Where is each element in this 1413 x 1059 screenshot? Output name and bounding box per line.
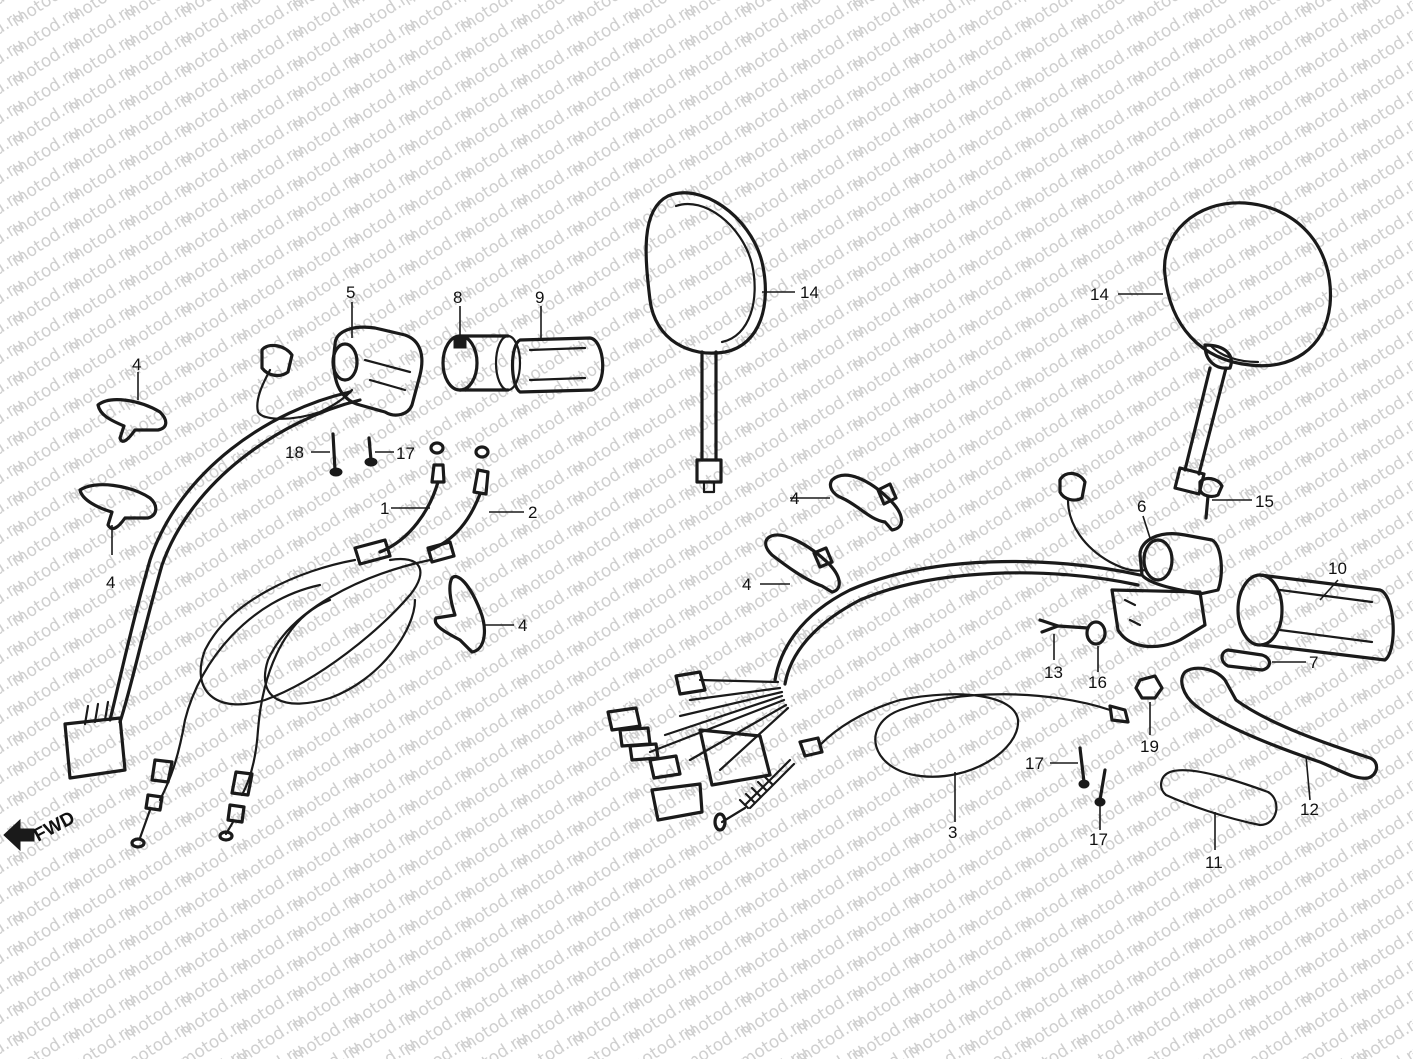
- callout-4-upper-left: 4: [132, 355, 141, 374]
- callout-9: 9: [535, 288, 544, 307]
- callout-12: 12: [1300, 800, 1319, 819]
- callout-13: 13: [1044, 663, 1063, 682]
- callout-7: 7: [1309, 653, 1318, 672]
- callout-4-lower-left: 4: [106, 573, 115, 592]
- callout-2: 2: [528, 503, 537, 522]
- callout-14-left-mirror: 14: [800, 283, 819, 302]
- callout-16: 16: [1088, 673, 1107, 692]
- callout-4-right-lower: 4: [742, 575, 751, 594]
- callout-4-center: 4: [518, 616, 527, 635]
- callout-6: 6: [1137, 497, 1146, 516]
- callout-8: 8: [453, 288, 462, 307]
- callout-19: 19: [1140, 737, 1159, 756]
- callout-5: 5: [346, 283, 355, 302]
- callout-1: 1: [380, 499, 389, 518]
- callout-17-right-upper: 17: [1025, 754, 1044, 773]
- callout-14-right-mirror: 14: [1090, 285, 1109, 304]
- callout-11: 11: [1205, 853, 1223, 872]
- callout-18: 18: [285, 443, 304, 462]
- callout-4-right-upper: 4: [790, 489, 799, 508]
- callout-10: 10: [1328, 559, 1347, 578]
- callout-15: 15: [1255, 492, 1274, 511]
- callout-17-right-lower: 17: [1089, 830, 1108, 849]
- callout-17-left: 17: [396, 444, 415, 463]
- callout-3: 3: [948, 823, 957, 842]
